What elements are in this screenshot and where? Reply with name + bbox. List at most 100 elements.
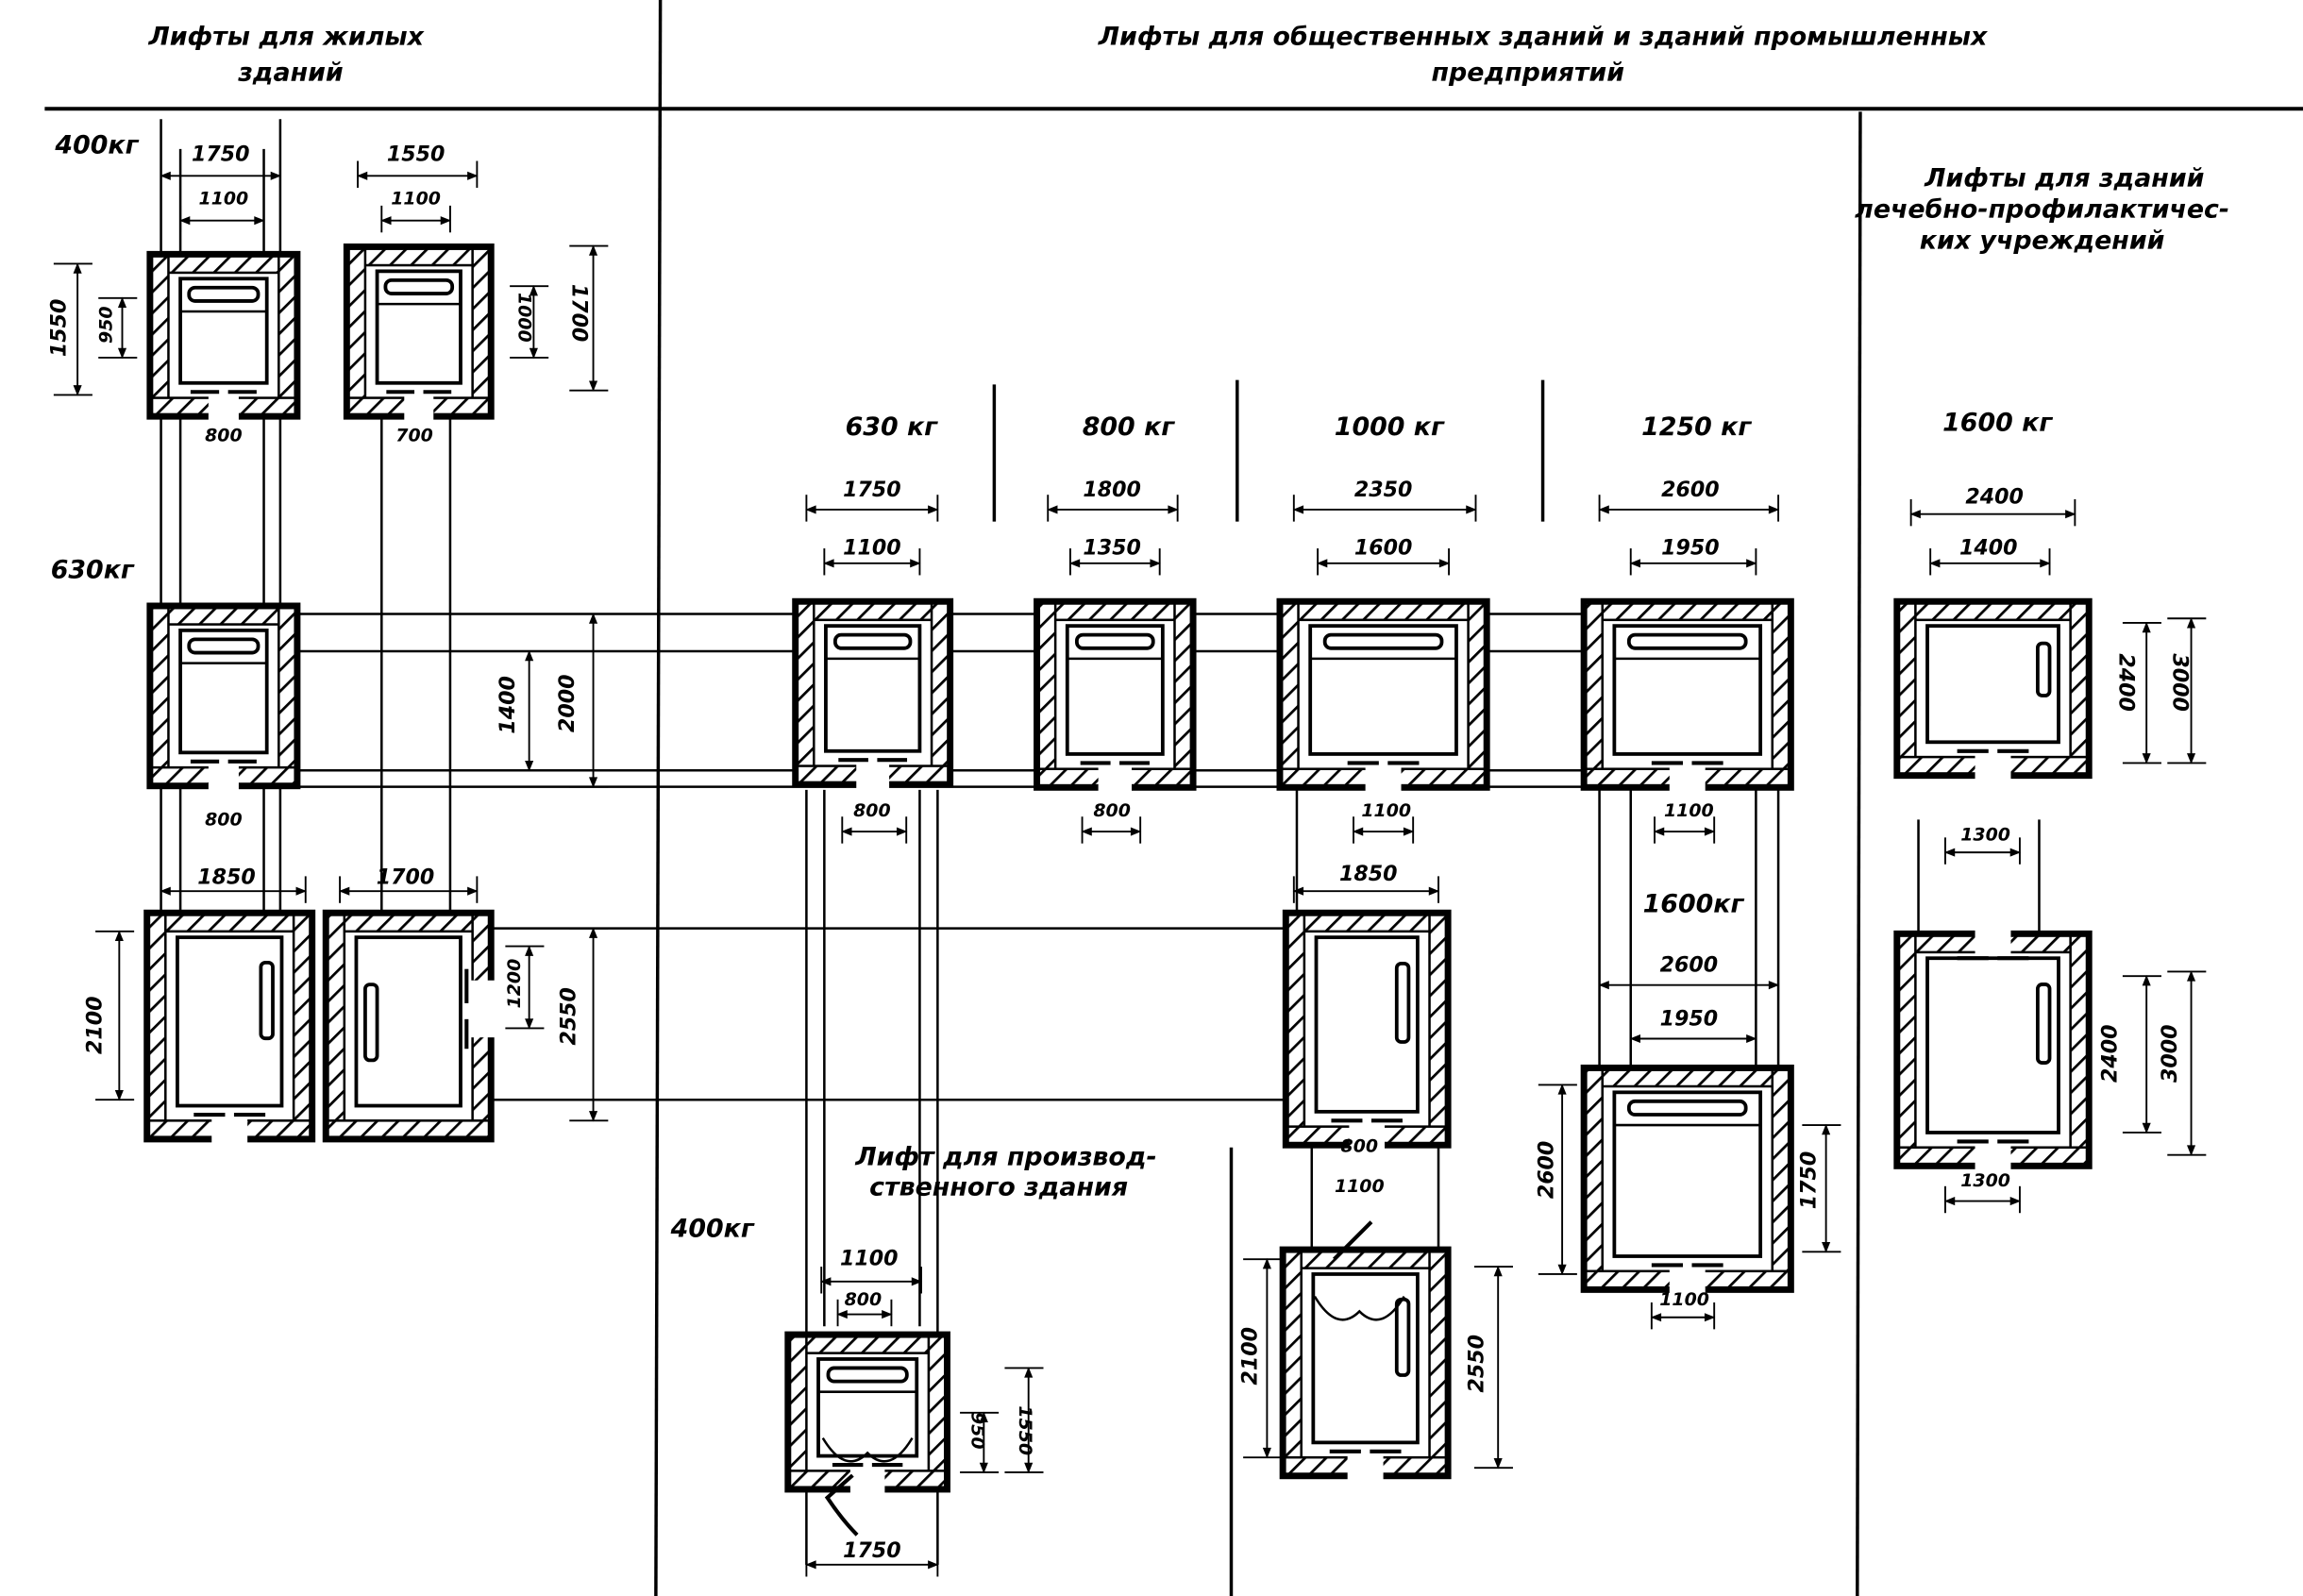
wall-hatch-left (1037, 602, 1057, 787)
shaft-pub-1600 (1580, 1064, 1794, 1297)
dim-res400b-depth-inner: 1000 (514, 293, 535, 343)
public-title-line2: предприятий (1431, 58, 1624, 87)
wall-hatch-left (796, 602, 815, 784)
shaft-pub-1250 (1580, 597, 1794, 795)
swing-door-arc (824, 1473, 859, 1537)
cabin-outline (1311, 1272, 1420, 1445)
cabin-outline (1314, 935, 1420, 1114)
dim-res630a-depth-outer: 2000 (555, 674, 580, 731)
counterweight (1626, 632, 1748, 650)
dim-res630c-depth-outer: 2550 (557, 987, 581, 1045)
medical-title-line2: лечебно-профилактичес- (1855, 195, 2229, 225)
dim-pub1250-inner: 1950 (1661, 535, 1720, 560)
counterweight (1074, 632, 1155, 650)
counterweight (383, 277, 455, 295)
shaft-med-1600-b (1893, 930, 2093, 1173)
dim-res400b-outer: 1550 (387, 143, 445, 167)
swing-door-arc (1333, 1220, 1373, 1261)
shaft-pub-630 (792, 597, 954, 792)
cabin-outline (176, 935, 284, 1108)
dim-pub1600-inner: 1950 (1660, 1006, 1719, 1031)
counterweight (259, 960, 275, 1041)
shaft-wall (784, 1331, 950, 1493)
dim-pub1250-outer: 2600 (1661, 478, 1720, 502)
counterweight (2035, 641, 2052, 697)
dim-med1600b-door: 1300 (1960, 1170, 2010, 1191)
shaft-wall (1279, 1246, 1452, 1480)
residential-title-line2: зданий (237, 58, 344, 87)
wall-hatch-top (788, 1336, 947, 1354)
public-title-line1: Лифты для общественных зданий и зданий п… (1098, 22, 1988, 51)
kg-label-pub-1000: 1000 кг (1335, 412, 1445, 442)
dim-res630b-depth-inner: 2100 (82, 997, 107, 1054)
cabin-outline (816, 1357, 919, 1458)
wall-hatch-top (1286, 914, 1448, 933)
wall-hatch-right (927, 1336, 947, 1489)
counterweight (1626, 1099, 1748, 1117)
dim-pub1000-inner: 1600 (1354, 535, 1413, 560)
kg-label-med-1600: 1600 кг (1942, 408, 2053, 437)
dim-res630a-door: 800 (205, 810, 243, 831)
dim-res400a-inner: 1100 (199, 188, 249, 209)
dim-med1600a-outer: 2400 (1965, 485, 2024, 510)
dim-res400a-depth-inner: 950 (95, 306, 116, 344)
counterweight (363, 983, 379, 1063)
wall-hatch-top (1585, 602, 1790, 622)
wall-hatch-right (277, 255, 296, 416)
cabin-outline (1065, 624, 1165, 756)
dim-ind400-depth-outer: 1550 (1015, 1405, 1035, 1455)
wall-hatch-top (150, 606, 296, 626)
dim-pub630-inner: 1100 (843, 535, 901, 560)
shaft-pub-800 (1034, 597, 1197, 795)
wall-hatch-left (1897, 602, 1917, 775)
shaft-pub-1000-b (1282, 909, 1452, 1152)
cabin-outline (1925, 956, 2060, 1134)
dim-pub800-inner: 1350 (1083, 535, 1141, 560)
wall-hatch-left (147, 914, 167, 1138)
elevator-shafts (143, 243, 2093, 1537)
counterweight (832, 632, 913, 650)
dim-res400b-depth-outer: 1700 (566, 284, 591, 342)
wall-hatch-left (347, 247, 367, 416)
dim-med1600b-depth-inner: 2400 (2098, 1025, 2123, 1083)
wall-hatch-right (1428, 1251, 1448, 1475)
wall-hatch-right (1771, 1068, 1790, 1289)
cabin-outline (1612, 624, 1763, 756)
shaft-res-400-a (146, 250, 301, 424)
divider-residential-public (654, 0, 663, 1596)
kg-label-res-400: 400кг (54, 131, 139, 160)
wall-hatch-top (147, 914, 311, 933)
wall-hatch-right (1173, 602, 1193, 787)
shaft-wall (146, 250, 301, 420)
kg-label-pub-1250: 1250 кг (1641, 412, 1752, 442)
cabin-outline (354, 935, 462, 1108)
counterweight (2035, 983, 2052, 1065)
kg-label-pub-630: 630 кг (846, 412, 939, 442)
shaft-pub-1000 (1276, 597, 1490, 795)
wall-hatch-right (471, 247, 491, 416)
dimension-lines (53, 160, 2207, 1577)
shaft-wall (1580, 597, 1794, 791)
counterweight (1394, 961, 1411, 1044)
dim-res400a-depth-outer: 1550 (46, 299, 71, 357)
shaft-wall (143, 909, 316, 1143)
industrial-title-line2: ственного здания (869, 1172, 1128, 1201)
dim-pub630-door: 800 (853, 800, 891, 821)
wall-hatch-top (1280, 602, 1487, 622)
dim-pub1000b-depth-inner: 2100 (1237, 1327, 1262, 1385)
cabin-outline (178, 628, 269, 755)
shaft-res-400-b (343, 243, 495, 424)
wall-hatch-left (150, 255, 170, 416)
dimension-labels: 1750 1100 1550 950 800 1550 1100 1000 17… (46, 143, 2192, 1563)
dim-med1600a-inner: 1400 (1959, 535, 2018, 560)
wall-hatch-right (1428, 914, 1448, 1145)
dim-ind400-depth-inner: 950 (967, 1412, 988, 1450)
counterweight (187, 637, 261, 655)
dim-med1600a-depth-outer: 3000 (2168, 653, 2193, 711)
divider-public-medical (1856, 111, 1862, 1596)
wall-hatch-right (2069, 602, 2089, 775)
wall-hatch-right (1467, 602, 1487, 787)
wall-hatch-top (1897, 602, 2089, 622)
shaft-wall (792, 597, 954, 788)
wall-hatch-left (1286, 914, 1306, 1145)
